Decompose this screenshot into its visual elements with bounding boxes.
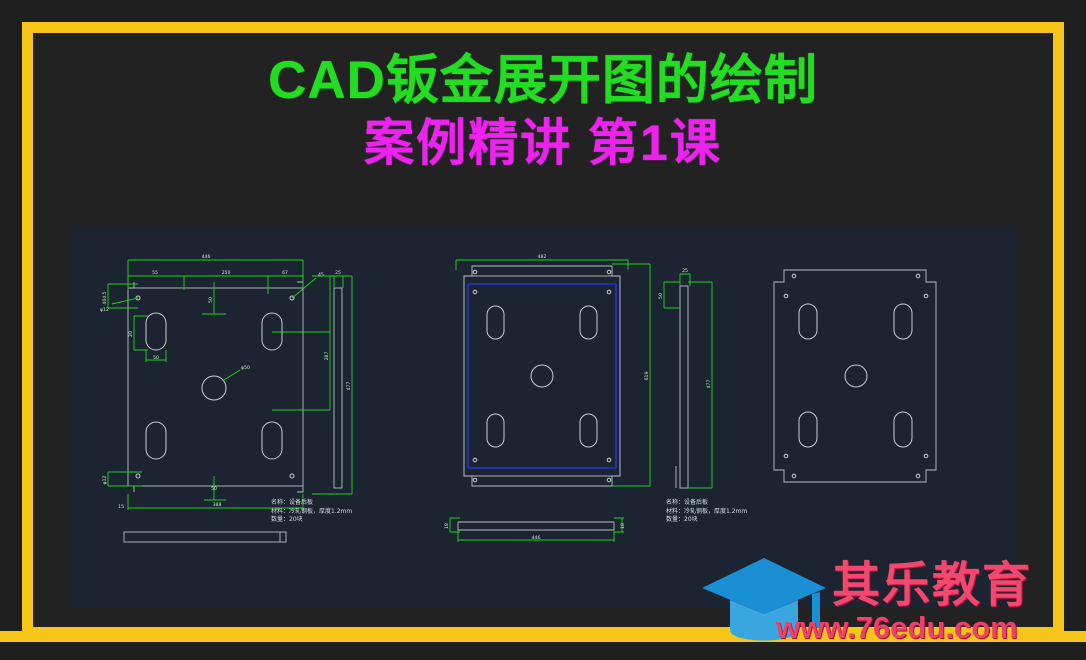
- cad-drawing-panel: .o { fill:none; stroke:#c8cdd4; stroke-w…: [72, 226, 1016, 608]
- annotation-block-left: 名称：设备后板 材料：冷轧钢板，厚度1.2mm 数量：20块: [271, 499, 352, 525]
- dim-25-right: 25: [682, 268, 688, 274]
- view-middle-flat-pattern: 482 619: [455, 254, 651, 487]
- dim-25-left: 25: [335, 270, 341, 276]
- annot2-quantity: 数量：20块: [666, 516, 698, 523]
- annotation-block-right: 名称：设备后板 材料：冷轧钢板，厚度1.2mm 数量：20块: [666, 499, 747, 525]
- cad-drawing: .o { fill:none; stroke:#c8cdd4; stroke-w…: [100, 254, 937, 543]
- view-bottom-left-bar: [123, 531, 287, 543]
- dim-250: 250: [222, 270, 231, 276]
- annot2-material: 材料：冷轧钢板，厚度1.2mm: [666, 507, 748, 515]
- annot1-material: 材料：冷轧钢板，厚度1.2mm: [271, 507, 353, 515]
- frame-right-stripe: [1053, 548, 1064, 638]
- dim-477: 477: [346, 382, 352, 391]
- dim-446-top: 446: [202, 254, 211, 260]
- view-left-side-edge: 25: [333, 270, 344, 489]
- dim-15: 15: [118, 504, 124, 510]
- view-right-formed-part: [773, 269, 937, 483]
- annot2-name: 名称：设备后板: [666, 499, 709, 506]
- dim-50-slot-v: 50: [208, 297, 214, 303]
- dim-50-right: 50: [658, 293, 664, 299]
- dim-20: 20: [128, 331, 134, 337]
- dim-388: 388: [213, 502, 222, 508]
- annot1-quantity: 数量：20块: [271, 516, 303, 523]
- dim-50-slot-w: 50: [153, 355, 159, 361]
- dim-phi12-b: φ12: [102, 475, 108, 484]
- dim-phi12-top: φ12: [100, 307, 109, 313]
- dim-50-bottom: 50: [211, 486, 217, 492]
- dim-446-bottom: 446: [532, 535, 541, 541]
- dim-18-right: 18: [620, 523, 626, 529]
- dim-404-5: 404.5: [102, 291, 108, 304]
- view-middle-bottom-section: 18 446 18: [444, 517, 626, 542]
- view-right-side-edge: 25 50 477: [658, 268, 713, 489]
- view-left-front: 446 55 250 67 45 404.5 φ12 50: [100, 254, 353, 510]
- annot1-name: 名称：设备后板: [271, 499, 314, 506]
- dim-phi50: φ50: [241, 365, 250, 371]
- dim-55: 55: [152, 270, 158, 276]
- dim-18-left: 18: [444, 523, 450, 529]
- dim-287: 287: [324, 352, 330, 361]
- dim-477-right: 477: [706, 380, 712, 389]
- dim-45-leader: 45: [318, 272, 324, 278]
- dim-67: 67: [282, 270, 288, 276]
- dim-619: 619: [644, 372, 650, 381]
- dim-482: 482: [538, 254, 547, 260]
- frame-bottom-stripe: [0, 631, 1086, 642]
